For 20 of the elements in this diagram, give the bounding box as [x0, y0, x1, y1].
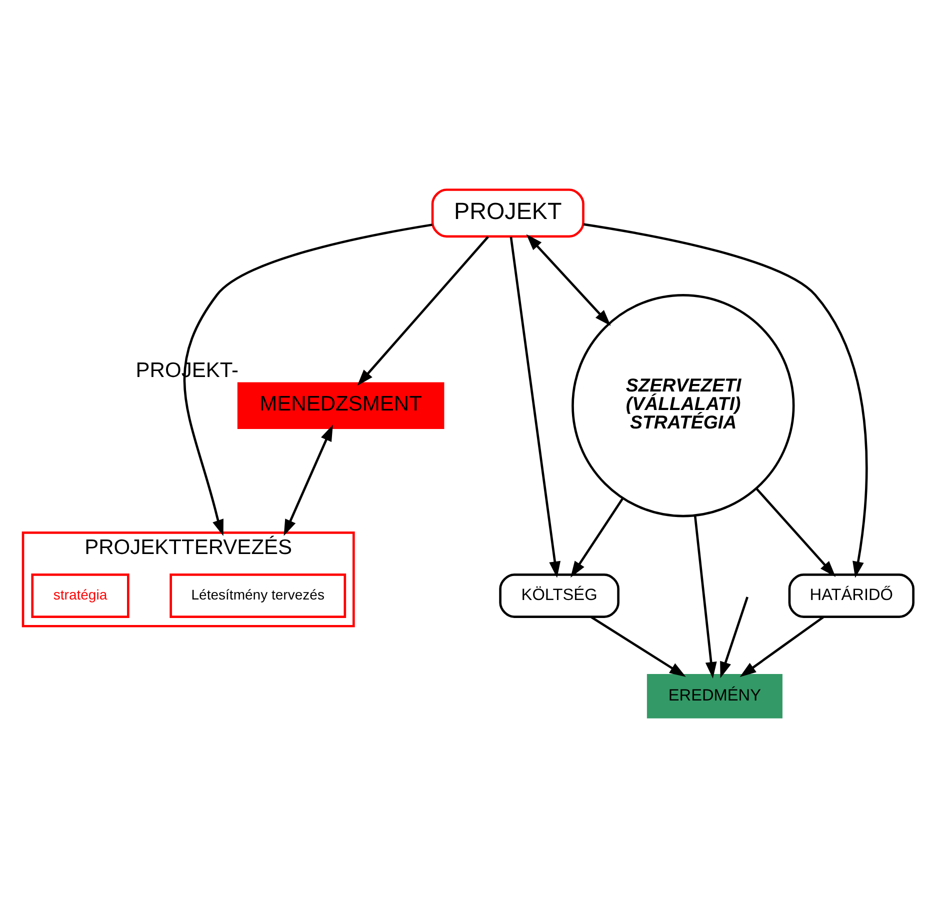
node-box: PROJEKT — [430, 188, 584, 238]
arrow — [755, 488, 836, 578]
node-box: KÖLTSÉG — [498, 574, 619, 618]
node-box: HATÁRIDŐ — [788, 574, 914, 618]
arrow — [590, 616, 686, 677]
node-box: stratégia — [30, 574, 129, 618]
node-box: EREDMÉNY — [646, 674, 782, 718]
arrow — [582, 223, 868, 578]
arrow — [693, 516, 716, 678]
arrow — [526, 234, 610, 326]
node-circle: SZERVEZETI (VÁLLALATI) STRATÉGIA — [571, 294, 794, 518]
arrow — [356, 236, 488, 386]
arrow — [720, 596, 748, 678]
node-box: Létesítmény tervezés — [169, 574, 346, 618]
arrow — [739, 616, 824, 678]
arrow — [509, 236, 560, 578]
arrow — [182, 224, 432, 536]
arrow — [570, 498, 624, 578]
arrow — [283, 424, 332, 536]
node-box: MENEDZSMENT — [236, 382, 444, 429]
